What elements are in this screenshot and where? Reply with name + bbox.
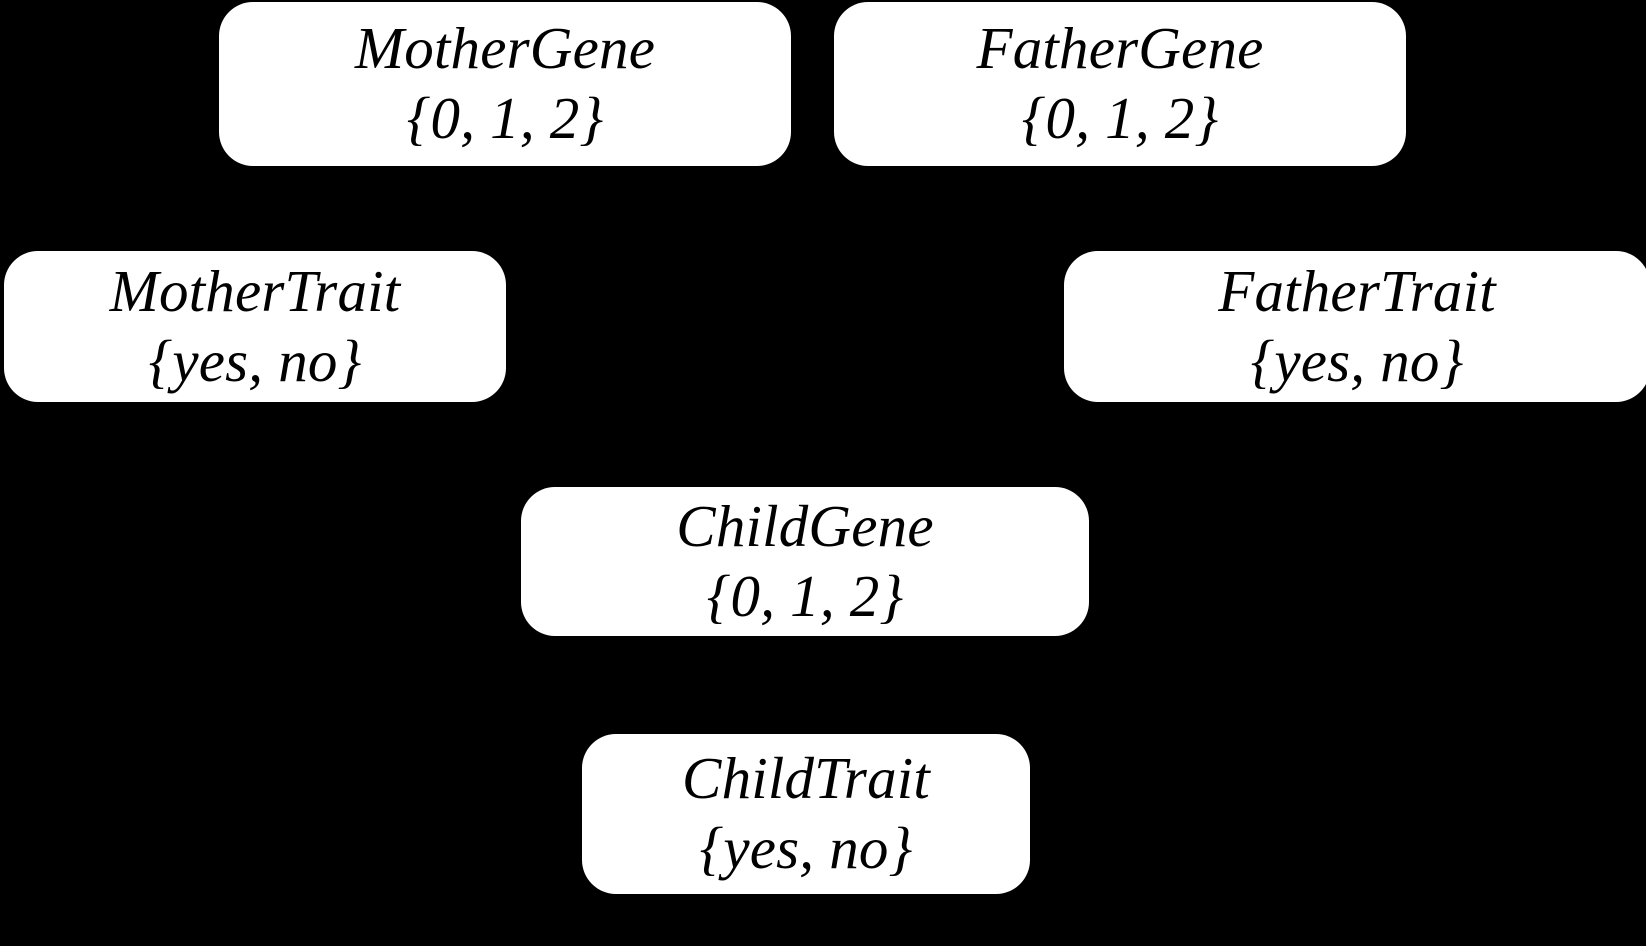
node-mother-gene-label: MotherGene	[354, 15, 656, 82]
node-father-gene-domain: {0, 1, 2}	[1021, 85, 1219, 151]
node-father-gene-label: FatherGene	[976, 15, 1264, 82]
node-mother-gene[interactable]: MotherGene {0, 1, 2}	[219, 2, 791, 166]
node-father-trait-label: FatherTrait	[1218, 257, 1496, 324]
node-child-gene-label: ChildGene	[676, 492, 934, 559]
node-child-gene-domain: {0, 1, 2}	[706, 562, 904, 629]
node-mother-trait-label: MotherTrait	[109, 257, 401, 324]
node-mother-trait-domain: {yes, no}	[148, 327, 362, 394]
node-mother-trait[interactable]: MotherTrait {yes, no}	[4, 251, 506, 402]
node-child-trait-domain: {yes, no}	[699, 815, 913, 881]
node-father-gene[interactable]: FatherGene {0, 1, 2}	[834, 2, 1406, 166]
node-child-gene[interactable]: ChildGene {0, 1, 2}	[521, 487, 1089, 636]
node-father-trait[interactable]: FatherTrait {yes, no}	[1064, 251, 1646, 402]
node-mother-gene-domain: {0, 1, 2}	[406, 85, 604, 151]
node-child-trait[interactable]: ChildTrait {yes, no}	[582, 734, 1030, 894]
node-father-trait-domain: {yes, no}	[1250, 327, 1464, 394]
node-child-trait-label: ChildTrait	[682, 745, 930, 812]
